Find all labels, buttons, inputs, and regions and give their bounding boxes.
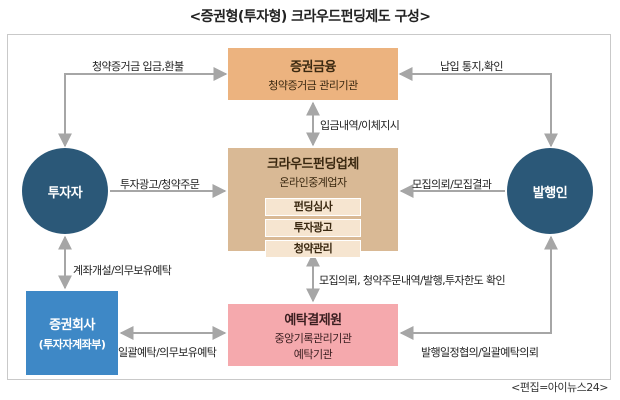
diagram-frame <box>7 34 611 380</box>
investor-platform-label: 투자광고/청약주문 <box>120 178 200 191</box>
issuer-platform-label: 모집의뢰/모집결과 <box>412 178 492 191</box>
platform-desc: 온라인중계업자 <box>279 176 347 189</box>
investor-finance-connector <box>58 67 228 148</box>
securities-depository-node: 예탁결제원 중앙기록관리기관 예탁기관 <box>228 304 398 366</box>
platform-name: 크라우드펀딩업체 <box>267 157 359 172</box>
platform-item-subscription-management: 청약관리 <box>265 240 361 258</box>
issuer-depository-label: 발행일정협의/일괄예탁의뢰 <box>421 346 539 359</box>
editor-credit: <편집=아이뉴스24> <box>511 381 608 394</box>
securities-finance-desc: 청약증거금 관리기관 <box>268 78 358 92</box>
depository-desc-2: 예탁기관 <box>293 347 333 361</box>
issuer-finance-connector <box>398 67 558 148</box>
diagram-title: <증권형(투자형) 크라우드펀딩제도 구성> <box>189 9 431 25</box>
depository-name: 예탁결제원 <box>284 312 342 328</box>
securities-finance-node: 증권금융 청약증거금 관리기관 <box>228 48 398 100</box>
issuer-finance-label: 납입 통지,확인 <box>440 60 504 73</box>
securities-company-desc: (투자자계좌부) <box>38 338 106 351</box>
securities-company-node: 증권회사 (투자자계좌부) <box>26 291 118 375</box>
investor-node: 투자자 <box>22 148 108 234</box>
investor-securities-label: 계좌개설/의무보유예탁 <box>73 264 172 277</box>
securities-company-name: 증권회사 <box>49 318 95 333</box>
securities-finance-name: 증권금융 <box>290 59 336 75</box>
crowdfunding-platform-node: 크라우드펀딩업체 온라인중계업자 펀딩심사 투자광고 청약관리 <box>228 148 398 258</box>
platform-item-investment-ad: 투자광고 <box>265 219 361 237</box>
issuer-node: 발행인 <box>507 148 593 234</box>
finance-platform-label: 입금내역/이체지시 <box>320 119 400 132</box>
platform-item-funding-review: 펀딩심사 <box>265 198 361 216</box>
issuer-settlement-connector <box>399 235 558 340</box>
securities-depository-label: 일괄예탁/의무보유예탁 <box>118 346 217 359</box>
investor-finance-label: 청약증거금 입금,환불 <box>92 60 184 73</box>
depository-desc-1: 중앙기록관리기관 <box>274 331 352 345</box>
platform-depository-label: 모집의뢰, 청약주문내역/발행,투자한도 확인 <box>319 274 506 287</box>
